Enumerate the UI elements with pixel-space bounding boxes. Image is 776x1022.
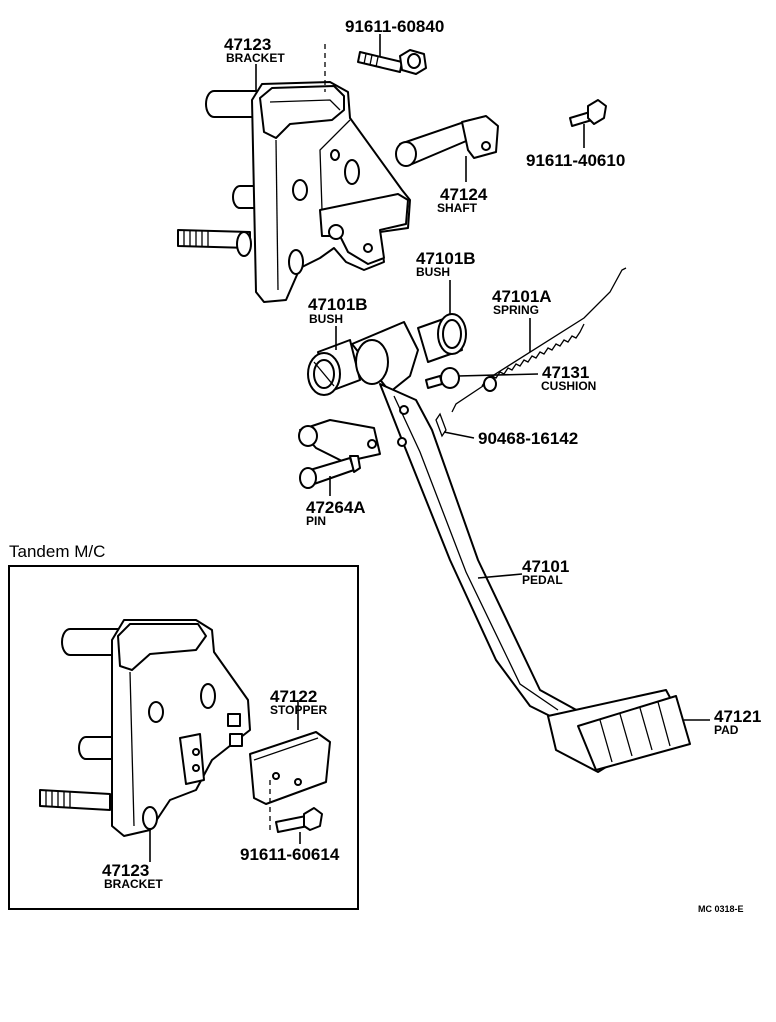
- leader-lines: [149, 34, 710, 862]
- callout-bolt-inset: 91611-60614: [240, 845, 340, 864]
- svg-text:91611-60840: 91611-60840: [345, 17, 444, 36]
- svg-text:90468-16142: 90468-16142: [478, 429, 578, 448]
- bolt-inset-part: [275, 807, 323, 833]
- callout-stopper: 47122 STOPPER: [270, 687, 327, 717]
- svg-text:STOPPER: STOPPER: [270, 703, 327, 717]
- svg-text:BUSH: BUSH: [309, 312, 343, 326]
- bolt-top-part: [357, 49, 427, 75]
- clip-part: [435, 412, 447, 438]
- callout-pin: 47264A PIN: [306, 498, 366, 528]
- svg-text:47101A: 47101A: [492, 287, 552, 306]
- diagram-code: MC 0318-E: [698, 904, 744, 914]
- inset-bracket-part: [39, 619, 251, 837]
- svg-text:47121: 47121: [714, 707, 761, 726]
- callout-clip: 90468-16142: [478, 429, 578, 448]
- svg-text:PEDAL: PEDAL: [522, 573, 563, 587]
- svg-text:47123: 47123: [102, 861, 149, 880]
- bolt-right-part: [569, 99, 607, 127]
- callout-bracket-inset: 47123 BRACKET: [102, 861, 163, 891]
- callout-bush-right: 47101B BUSH: [416, 249, 476, 279]
- callout-bracket-main: 47123 BRACKET: [224, 35, 285, 65]
- callout-spring: 47101A SPRING: [492, 287, 552, 317]
- callout-bolt-right: 91611-40610: [526, 151, 625, 170]
- svg-text:47122: 47122: [270, 687, 317, 706]
- callout-bolt-top: 91611-60840: [345, 17, 444, 36]
- spring-part: [451, 267, 627, 413]
- inset-title: Tandem M/C: [9, 542, 105, 561]
- svg-text:SHAFT: SHAFT: [437, 201, 478, 215]
- svg-text:91611-40610: 91611-40610: [526, 151, 625, 170]
- svg-text:47101B: 47101B: [416, 249, 476, 268]
- stopper-part: [249, 731, 331, 805]
- shaft-part: [395, 115, 499, 167]
- svg-text:PAD: PAD: [714, 723, 739, 737]
- bush-left-part: [307, 339, 361, 396]
- inset-frame: [8, 565, 359, 910]
- bush-right-part: [417, 313, 467, 363]
- svg-text:47264A: 47264A: [306, 498, 366, 517]
- svg-text:PIN: PIN: [306, 514, 326, 528]
- svg-text:47123: 47123: [224, 35, 271, 54]
- callout-shaft: 47124 SHAFT: [437, 185, 488, 215]
- callout-cushion: 47131 CUSHION: [541, 363, 596, 393]
- svg-text:47124: 47124: [440, 185, 488, 204]
- svg-text:47101B: 47101B: [308, 295, 368, 314]
- svg-text:CUSHION: CUSHION: [541, 379, 596, 393]
- callout-pad: 47121 PAD: [714, 707, 761, 737]
- pin-part: [299, 455, 361, 489]
- cushion-part: [425, 367, 460, 389]
- svg-text:47131: 47131: [542, 363, 589, 382]
- svg-text:BUSH: BUSH: [416, 265, 450, 279]
- clevis-part: [298, 419, 381, 463]
- callout-pedal: 47101 PEDAL: [522, 557, 569, 587]
- pad-part: [547, 689, 691, 773]
- bracket-part: [177, 81, 411, 303]
- svg-text:91611-60614: 91611-60614: [240, 845, 340, 864]
- svg-text:BRACKET: BRACKET: [226, 51, 285, 65]
- svg-text:BRACKET: BRACKET: [104, 877, 163, 891]
- callout-bush-left: 47101B BUSH: [308, 295, 368, 326]
- svg-text:SPRING: SPRING: [493, 303, 539, 317]
- svg-text:47101: 47101: [522, 557, 569, 576]
